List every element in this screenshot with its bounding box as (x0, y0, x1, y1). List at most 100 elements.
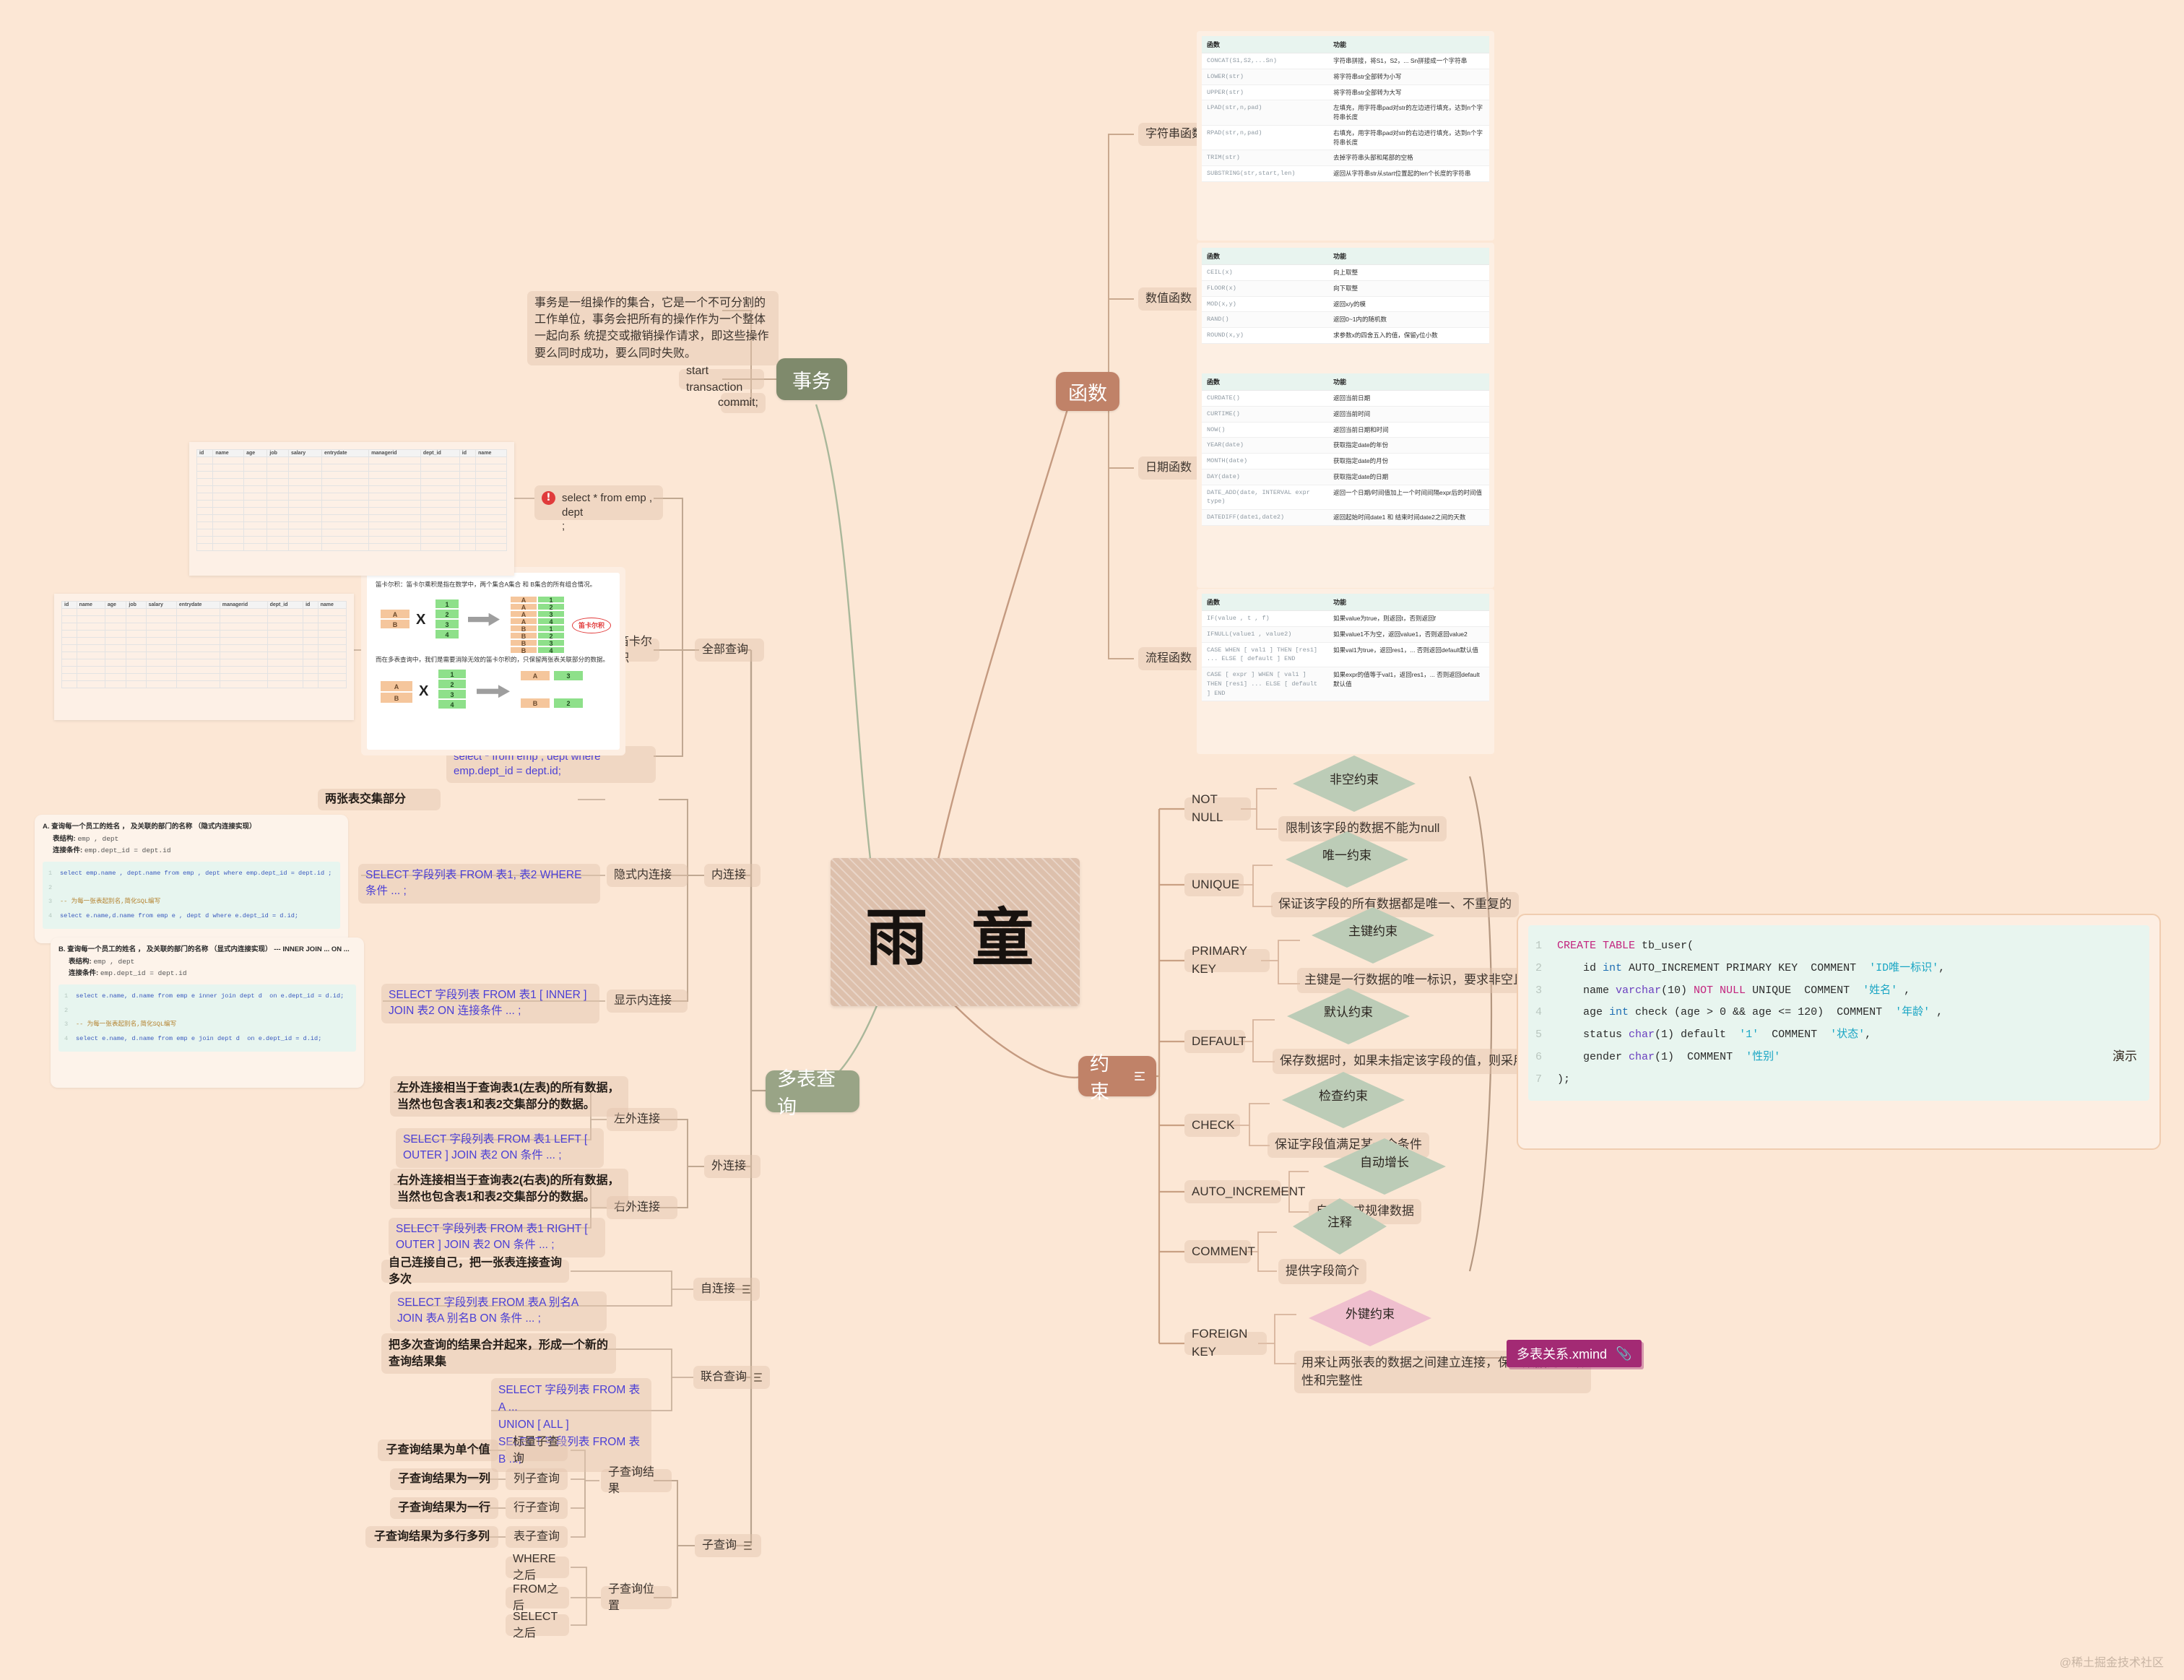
code-token: char (1629, 1050, 1655, 1063)
topic-constraint[interactable]: 约束 (1078, 1053, 1156, 1103)
table-row: CURDATE()返回当前日期 (1202, 390, 1489, 407)
label-left-outer-join: 左外连接 (607, 1108, 677, 1131)
label-right-outer-join: 右外连接 (607, 1196, 677, 1219)
collapse-icon[interactable] (742, 1283, 751, 1296)
line-number: 4 (48, 912, 53, 920)
constraint-key-foreign-key[interactable]: FOREIGN KEY (1184, 1327, 1267, 1359)
collapse-icon[interactable] (744, 1539, 753, 1552)
union-query-label: 联合查询 (701, 1371, 748, 1384)
code-token: , (1865, 1029, 1872, 1041)
collapse-icon[interactable] (754, 1371, 763, 1384)
table-cell (317, 637, 347, 645)
table-cell (145, 637, 177, 645)
table-cell (196, 456, 214, 464)
table-cell (420, 500, 460, 508)
code-token: tb_user( (1635, 940, 1694, 952)
table-cell (287, 521, 323, 529)
table-cell (126, 651, 147, 659)
column-header: managerid (368, 449, 421, 457)
explicit-inner-join-sql: SELECT 字段列表 FROM 表1 [ INNER ] JOIN 表2 ON… (381, 984, 599, 1023)
cell-function: UPPER(str) (1202, 85, 1329, 101)
table-cell (176, 651, 220, 659)
th-fn: 函数 (1202, 594, 1329, 611)
constraint-key-comment[interactable]: COMMENT (1184, 1240, 1255, 1263)
table-cell (176, 630, 220, 638)
table-cell (61, 666, 77, 674)
topic-function[interactable]: 函数 (1056, 372, 1119, 411)
collapse-icon[interactable] (1135, 1070, 1145, 1083)
table-cell (303, 608, 318, 616)
topic-transaction[interactable]: 事务 (776, 358, 847, 400)
table-cell (303, 680, 318, 688)
cell-description: 返回从字符串str从start位置起的len个长度的字符串 (1328, 165, 1489, 182)
table-cell (145, 666, 177, 674)
transaction-start: start transaction (679, 365, 764, 394)
cell-description: 向上取整 (1328, 264, 1489, 281)
table-cell (176, 673, 220, 681)
table-row: YEAR(date)获取指定date的年份 (1202, 437, 1489, 454)
table-cell (243, 536, 268, 544)
table-cell (212, 464, 245, 472)
table-cell (243, 485, 268, 493)
table-cell (243, 478, 268, 486)
table-cell (126, 666, 147, 674)
constraint-key-unique[interactable]: UNIQUE (1184, 873, 1244, 896)
cell-description: 返回起始时间date1 和 结束时间date2之间的天数 (1328, 509, 1489, 526)
table-cell (368, 529, 421, 537)
cell-description: 求参数x的四舍五入的值，保留y位小数 (1328, 327, 1489, 344)
line-number: 2 (1535, 961, 1543, 974)
table-cell (196, 521, 214, 529)
constraint-key-primary-key[interactable]: PRIMARY KEY (1184, 944, 1270, 976)
transaction-description: 事务是一组操作的集合，它是一个不可分割的工作单位，事务会把所有的操作作为一个整体… (527, 291, 779, 365)
code-token: UNIQUE COMMENT (1746, 984, 1863, 997)
cond-label: 连接条件: (69, 969, 100, 978)
table-string-functions: 函数 功能 CONCAT(S1,S2,...Sn)字符串拼接，将S1，S2，..… (1197, 31, 1494, 241)
constraint-desc-unique: 保证该字段的所有数据都是唯一、不重复的 (1271, 892, 1519, 917)
table-cell (104, 659, 127, 667)
table-cell (104, 644, 127, 652)
subquery-position-item: FROM之后 (506, 1583, 569, 1612)
code-token: '1' (1739, 1029, 1759, 1041)
table-cell (196, 507, 214, 515)
column-header: entrydate (321, 449, 370, 457)
table-cell (212, 485, 245, 493)
topic-transaction-label: 事务 (792, 370, 831, 392)
table-cell (368, 500, 421, 508)
column-header: salary (287, 449, 323, 457)
constraint-key-default[interactable]: DEFAULT (1184, 1030, 1246, 1053)
root-node[interactable]: 雨 童 (831, 858, 1080, 1006)
line-number: 7 (1535, 1073, 1543, 1086)
table-cell (145, 680, 177, 688)
xmind-attachment-tag[interactable]: 多表关系.xmind 📎 (1507, 1340, 1642, 1367)
table-cell (266, 673, 304, 681)
cell-description: 获取指定date的年份 (1328, 437, 1489, 454)
constraint-badge-primary-key: 主键约束 (1312, 907, 1434, 964)
cell-description: 右填充，用字符串pad对str的右边进行填充，达到n个字符串长度 (1328, 125, 1489, 151)
constraint-badge-unique: 唯一约束 (1286, 831, 1408, 888)
table-cell (196, 485, 214, 493)
cell-description: 获取指定date的月份 (1328, 453, 1489, 469)
table-cell (219, 637, 268, 645)
struct-label: 表结构: (69, 957, 94, 966)
constraint-key-auto-increment[interactable]: AUTO_INCREMENT (1184, 1180, 1305, 1203)
table-cell (266, 478, 289, 486)
constraint-key-not-null[interactable]: NOT NULL (1184, 792, 1251, 824)
table-cell (321, 507, 370, 515)
topic-multi-table-query[interactable]: 多表查询 (766, 1068, 859, 1118)
table-cell (317, 615, 347, 623)
subquery-result-desc: 子查询结果为单个值 (378, 1439, 498, 1461)
subquery-result-desc: 子查询结果为一列 (390, 1468, 498, 1490)
table-cell (219, 630, 268, 638)
table-cell (196, 514, 214, 522)
table-cell (321, 471, 370, 479)
table-cell (475, 507, 507, 515)
constraint-key-check[interactable]: CHECK (1184, 1114, 1240, 1137)
table-cell (243, 529, 268, 537)
union-query-desc: 把多次查询的结果合并起来，形成一个新的查询结果集 (381, 1333, 616, 1374)
table-cell (459, 464, 477, 472)
